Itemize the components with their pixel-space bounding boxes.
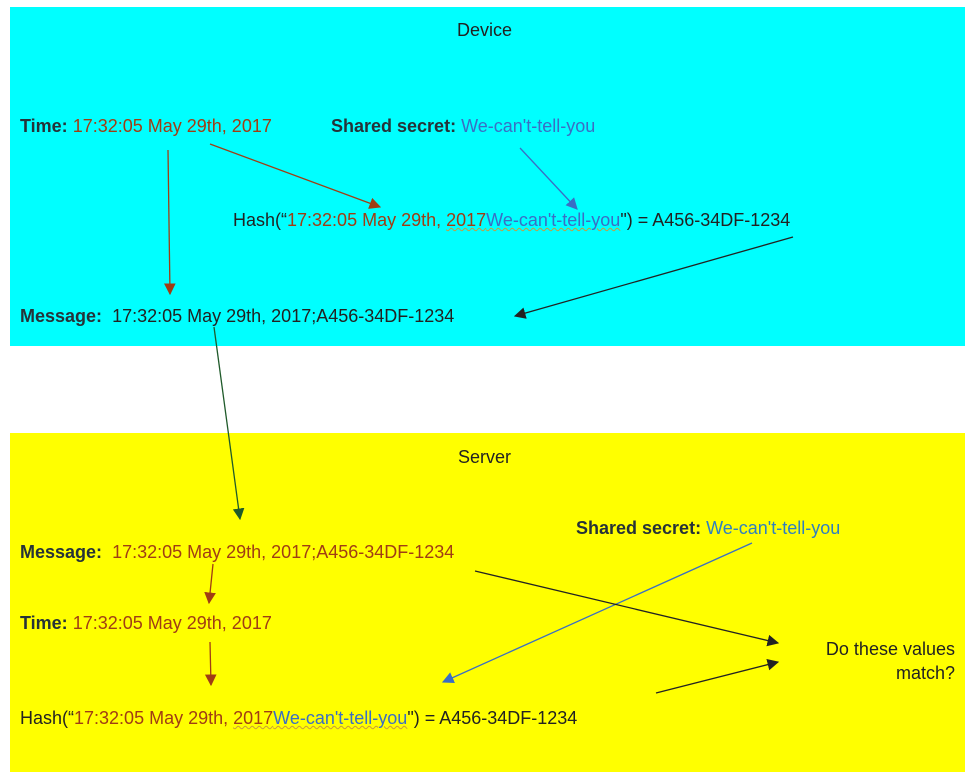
device-time-label: Time: xyxy=(20,116,68,136)
server-time-label: Time: xyxy=(20,613,68,633)
device-hash-secret: We-can't-tell-you xyxy=(486,210,621,230)
server-title: Server xyxy=(458,447,512,467)
server-hash-year: 2017 xyxy=(233,708,274,728)
server-time-line: Time: 17:32:05 May 29th, 2017 xyxy=(20,612,272,634)
server-secret-label: Shared secret: xyxy=(576,518,702,538)
server-time-value: 17:32:05 May 29th, 2017 xyxy=(72,613,272,633)
server-hash-line: Hash(“17:32:05 May 29th, 2017We-can't-te… xyxy=(20,707,577,729)
server-hash-suffix: ") = A456-34DF-1234 xyxy=(407,708,578,728)
server-hash-secret: We-can't-tell-you xyxy=(273,708,408,728)
device-secret-label: Shared secret: xyxy=(331,116,457,136)
device-message-value: 17:32:05 May 29th, 2017;A456-34DF-1234 xyxy=(112,306,455,326)
device-message-line: Message: 17:32:05 May 29th, 2017;A456-34… xyxy=(20,305,454,327)
device-hash-prefix: Hash(“ xyxy=(233,210,288,230)
device-time-value: 17:32:05 May 29th, 2017 xyxy=(72,116,272,136)
device-title: Device xyxy=(457,20,513,40)
device-hash-suffix: ") = A456-34DF-1234 xyxy=(620,210,791,230)
server-question-line1: Do these values xyxy=(825,639,955,659)
device-hash-line: Hash(“17:32:05 May 29th, 2017We-can't-te… xyxy=(233,209,790,231)
device-time-line: Time: 17:32:05 May 29th, 2017 xyxy=(20,115,272,137)
device-hash-year: 2017 xyxy=(446,210,487,230)
server-message-label: Message: xyxy=(20,542,103,562)
server-message-value: 17:32:05 May 29th, 2017;A456-34DF-1234 xyxy=(112,542,455,562)
server-hash-prefix: Hash(“ xyxy=(20,708,75,728)
device-message-label: Message: xyxy=(20,306,103,326)
device-hash-time: 17:32:05 May 29th, xyxy=(287,210,447,230)
device-secret-value: We-can't-tell-you xyxy=(461,116,596,136)
server-message-line: Message: 17:32:05 May 29th, 2017;A456-34… xyxy=(20,541,454,563)
device-panel xyxy=(10,7,965,346)
server-secret-line: Shared secret: We-can't-tell-you xyxy=(576,517,840,539)
server-question-line2: match? xyxy=(895,663,955,683)
server-secret-value: We-can't-tell-you xyxy=(706,518,841,538)
device-secret-line: Shared secret: We-can't-tell-you xyxy=(331,115,595,137)
server-hash-time: 17:32:05 May 29th, xyxy=(74,708,234,728)
server-question: Do these values match? xyxy=(790,637,955,685)
